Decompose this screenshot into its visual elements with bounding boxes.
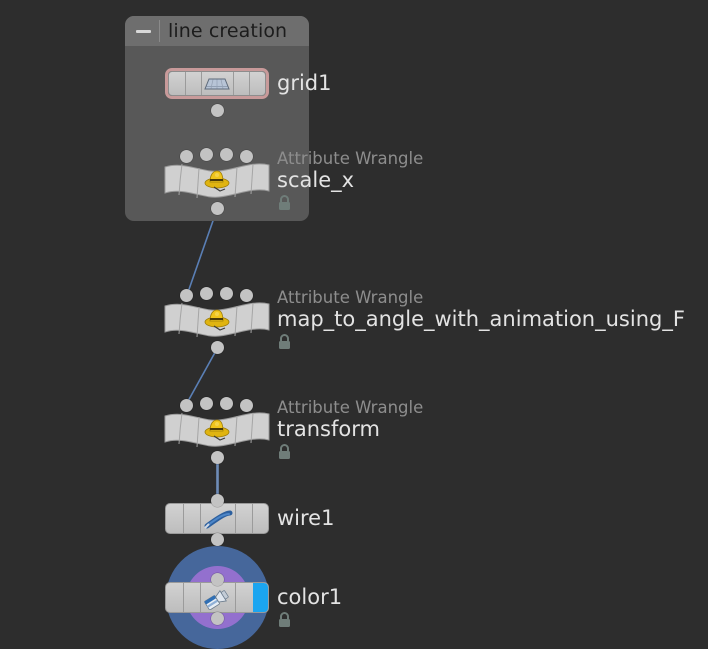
map-node-input-2[interactable]	[220, 287, 233, 300]
node-color1[interactable]	[165, 573, 269, 625]
network-box-title: line creation	[168, 19, 288, 42]
wire1-labels: wire1	[277, 506, 334, 531]
attribwrangle-icon	[204, 170, 230, 192]
map-node-type: Attribute Wrangle	[277, 288, 424, 307]
transform-type: Attribute Wrangle	[277, 398, 424, 417]
map-node-lock-badge	[277, 334, 685, 350]
color1-output-connector[interactable]	[210, 612, 224, 625]
node-grid1[interactable]	[165, 68, 269, 117]
color1-body[interactable]	[165, 582, 269, 613]
lock-icon	[279, 334, 290, 349]
scale_x-input-2[interactable]	[220, 148, 233, 161]
transform-input-3[interactable]	[240, 399, 253, 412]
color1-display-flag[interactable]	[253, 583, 268, 612]
attribwrangle-icon	[204, 309, 230, 331]
transform-output-connector[interactable]	[210, 451, 224, 464]
color1-lock-badge	[277, 612, 342, 628]
attribwrangle-icon	[204, 419, 230, 441]
grid1-output-connector[interactable]	[210, 104, 224, 117]
transform-labels: Attribute Wrangle transform	[277, 398, 423, 460]
node-wire1[interactable]	[165, 494, 269, 546]
scale_x-input-0[interactable]	[180, 150, 193, 163]
transform-name: transform	[277, 417, 380, 441]
color1-labels: color1	[277, 585, 342, 628]
map-node-input-1[interactable]	[200, 287, 213, 300]
network-box-line-creation[interactable]: line creation	[125, 16, 309, 221]
wire-icon	[204, 510, 233, 529]
map-node-input-0[interactable]	[180, 289, 193, 302]
map-node-output-connector[interactable]	[210, 341, 224, 354]
wire-map-to-transform	[186, 347, 219, 404]
scale_x-input-3[interactable]	[240, 150, 253, 163]
minus-icon[interactable]	[133, 20, 160, 42]
grid1-selection-outline	[165, 68, 269, 99]
color1-input-connector[interactable]	[210, 573, 224, 586]
network-box-header[interactable]: line creation	[125, 16, 309, 46]
wire1-input-connector[interactable]	[210, 494, 224, 507]
transform-input-1[interactable]	[200, 397, 213, 410]
node-transform[interactable]	[164, 397, 270, 464]
lock-icon	[279, 444, 290, 459]
grid1-body[interactable]	[168, 71, 266, 96]
wire1-output-connector[interactable]	[210, 533, 224, 546]
scale_x-output-connector[interactable]	[210, 202, 224, 215]
lock-icon	[279, 612, 290, 627]
map-node-input-3[interactable]	[240, 289, 253, 302]
transform-input-0[interactable]	[180, 399, 193, 412]
transform-lock-badge	[277, 444, 423, 460]
map-node-name: map_to_angle_with_animation_using_F	[277, 307, 685, 331]
grid-icon	[204, 78, 230, 90]
scale_x-input-1[interactable]	[200, 148, 213, 161]
wire1-body[interactable]	[165, 503, 269, 534]
transform-input-2[interactable]	[220, 397, 233, 410]
color1-name: color1	[277, 585, 343, 609]
wire1-name: wire1	[277, 506, 335, 530]
map-node-labels: Attribute Wrangle map_to_angle_with_anim…	[277, 288, 685, 350]
node-map_to_angle_with_animation_using_F[interactable]	[164, 287, 270, 354]
wire-scale_x-to-map	[186, 207, 219, 296]
node-scale_x[interactable]	[164, 148, 270, 215]
color-paint-icon	[204, 590, 229, 610]
